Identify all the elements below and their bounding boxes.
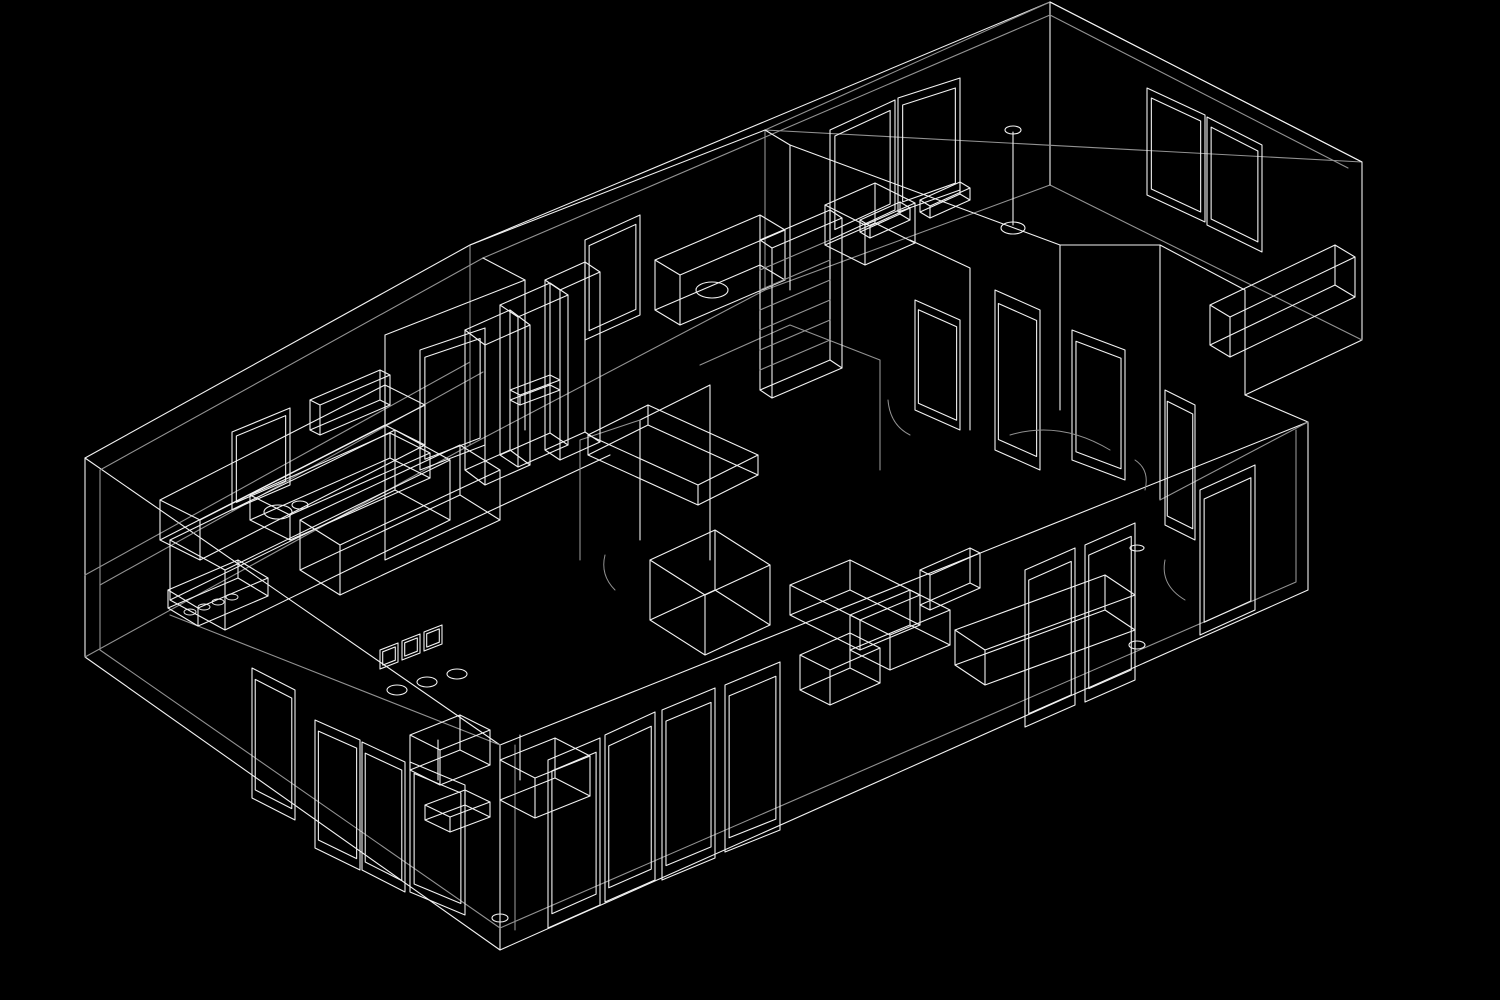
burner: [197, 603, 211, 611]
armchair: [789, 559, 921, 651]
kitchen: [159, 261, 601, 696]
floor-fixture: [416, 676, 438, 688]
door-front-b: [314, 719, 361, 871]
waste-bin: [509, 374, 561, 406]
door-bedroom: [914, 299, 961, 431]
window-right-a: [1146, 87, 1206, 223]
floor-fixture: [386, 684, 408, 696]
burner: [225, 593, 239, 601]
bathtub: [587, 404, 759, 506]
swing-4: [1163, 559, 1186, 601]
sink-bowl: [291, 500, 309, 510]
floor-lamp-base: [1000, 221, 1026, 235]
bedroom-furniture: [509, 125, 1356, 506]
tv-stand: [919, 547, 981, 611]
wall-outlet: [401, 633, 421, 661]
kitchen-island: [249, 432, 431, 541]
door-right-narrow: [1164, 389, 1196, 541]
stove-top: [167, 559, 269, 627]
building-shell: [84, 1, 1363, 951]
door-front-c: [361, 741, 406, 893]
bookshelf: [759, 209, 843, 399]
outer-wall-outline: [84, 1, 1363, 951]
tall-cabinet: [544, 261, 601, 461]
tall-pantry: [499, 282, 569, 468]
floor-fixture: [446, 668, 468, 680]
radiator-a: [859, 201, 911, 239]
ceiling-diag: [764, 129, 1363, 163]
sofa: [954, 574, 1136, 686]
window-bedroom-left: [584, 214, 641, 341]
wall-outlet: [423, 624, 443, 652]
door-lower-a: [547, 737, 601, 929]
living-furniture: [649, 529, 1146, 706]
windows: [231, 77, 1263, 511]
kitchen-sink: [263, 504, 293, 520]
door-lower-c: [661, 687, 716, 881]
door-front-d: [409, 761, 466, 916]
ottoman: [849, 589, 951, 671]
nightstand: [824, 182, 916, 266]
door-bath-b: [1071, 329, 1126, 481]
cabinet-unit: [649, 529, 771, 656]
radiator-b: [919, 181, 971, 219]
dining-chair-b: [499, 737, 591, 819]
wall-outlet: [379, 642, 399, 670]
window-right-b: [1206, 116, 1263, 253]
window-bedroom-b: [897, 77, 961, 213]
kitchen-counter-right: [299, 444, 501, 596]
swing-5: [1134, 459, 1147, 491]
dining: [409, 714, 591, 923]
door-right-b: [1084, 522, 1136, 703]
floor-outlet-a: [1129, 544, 1145, 552]
floor-drain: [491, 913, 509, 923]
floor-outlet-b: [1128, 640, 1146, 650]
interior-walls: [384, 129, 1309, 561]
burner: [211, 598, 225, 606]
door-front-a: [251, 667, 296, 821]
door-right-c: [1199, 464, 1256, 636]
door-lower-b: [604, 711, 656, 903]
side-table: [799, 632, 881, 706]
door-right-a: [1024, 547, 1076, 728]
range-hood: [309, 369, 391, 436]
door-bath-a: [994, 289, 1041, 471]
right-shelf-unit: [1209, 244, 1356, 358]
swing-1: [887, 399, 911, 436]
door-lower-d: [724, 661, 781, 853]
doors: [251, 289, 1256, 929]
dining-chair-a: [409, 714, 491, 786]
swing-3: [603, 554, 616, 591]
dresser-basin: [695, 281, 729, 299]
kitchen-counter-base: [169, 429, 451, 631]
dining-stool: [424, 789, 491, 833]
swing-2: [1009, 429, 1111, 451]
window-kitchen-upper: [231, 407, 291, 511]
door-swings: [603, 399, 1186, 601]
burner: [183, 608, 197, 616]
